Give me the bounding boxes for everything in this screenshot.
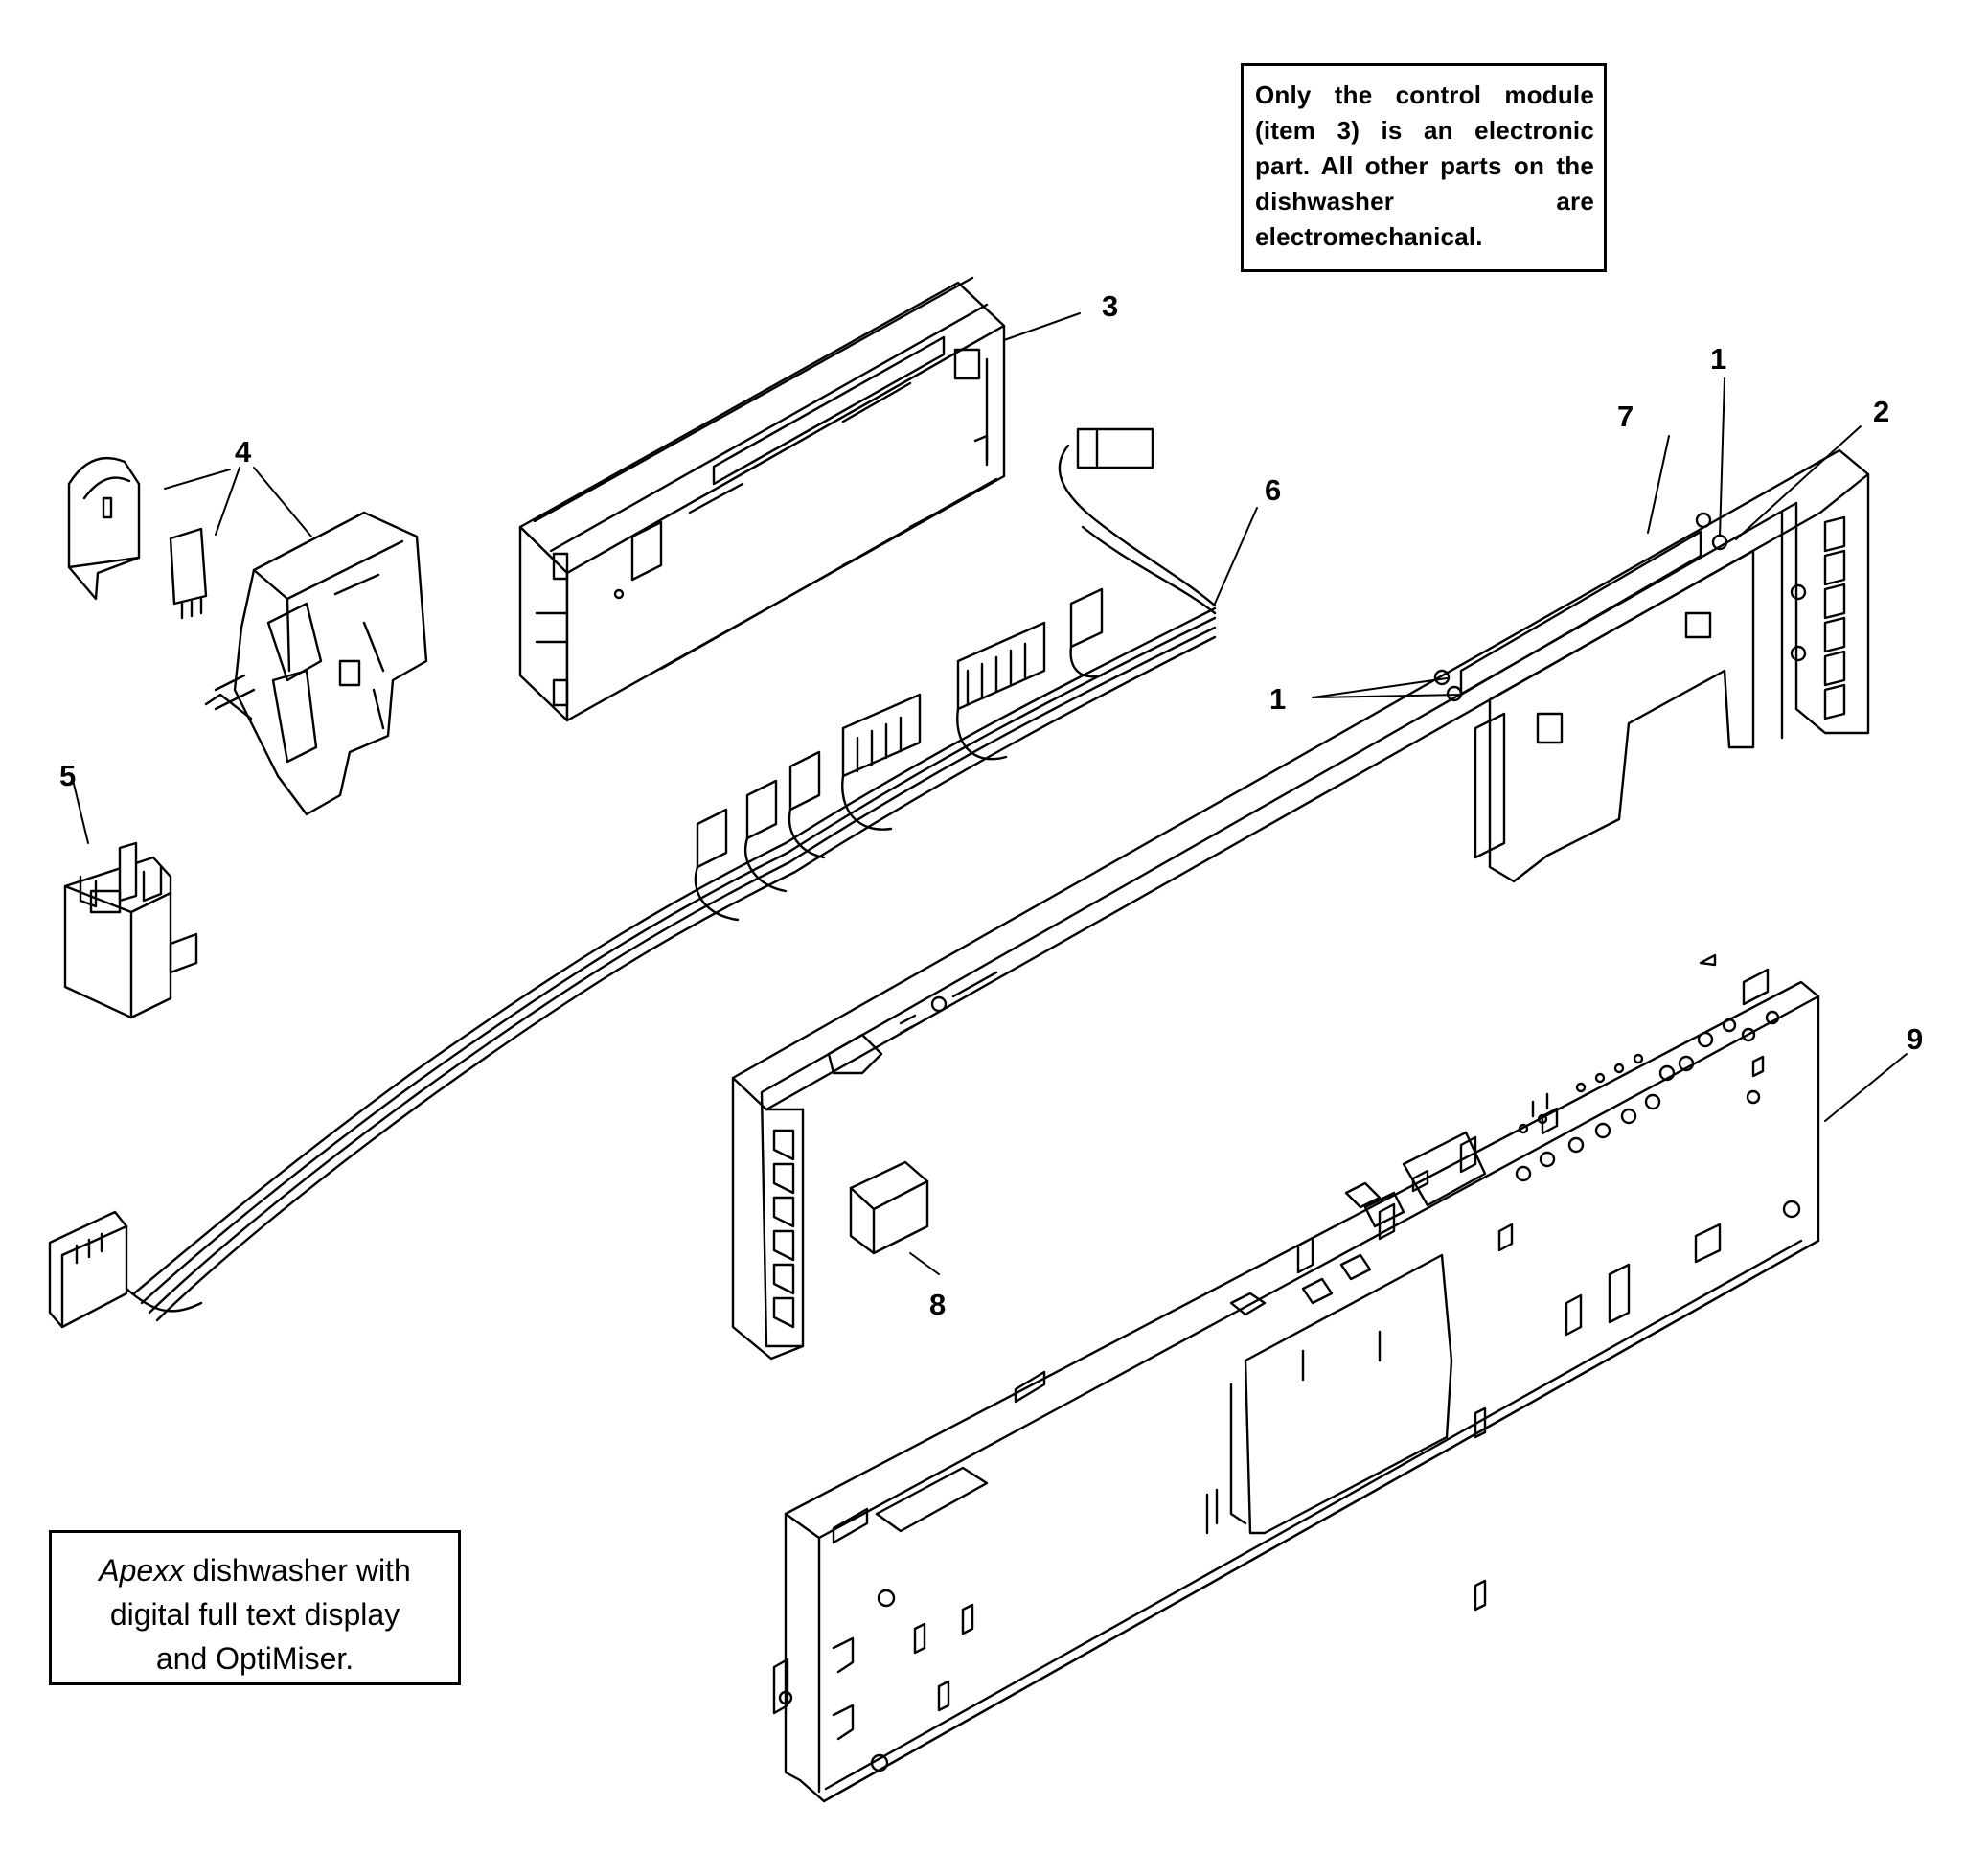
callout-1-mid: 1	[1269, 682, 1286, 716]
frame-left-ribs	[772, 1129, 795, 1329]
callout-6: 6	[1265, 473, 1281, 507]
model-caption: Apexx dishwasher with digital full text …	[49, 1530, 461, 1685]
model-caption-line-2: digital full text display	[109, 1597, 400, 1632]
model-caption-line-1: Apexx dishwasher with	[61, 1548, 448, 1592]
control-panel-part	[772, 953, 1820, 1803]
small-component-part	[849, 1160, 929, 1255]
callout-2: 2	[1873, 395, 1889, 428]
callout-7: 7	[1617, 400, 1634, 433]
control-module-part	[518, 276, 1006, 722]
callout-labels: 3 4 5 6 7 1 2 1 8 9	[59, 289, 1923, 1321]
switch-assembly-part	[67, 457, 428, 816]
electronic-part-note-text: Only the control module (item 3) is an e…	[1255, 80, 1594, 251]
callout-8: 8	[929, 1288, 946, 1321]
wiring-harness-part	[48, 427, 1217, 1329]
model-caption-line-1-rest: dishwasher with	[184, 1553, 411, 1588]
pressure-switch-part	[63, 841, 198, 1019]
electronic-part-note: Only the control module (item 3) is an e…	[1241, 63, 1607, 272]
callout-4: 4	[235, 435, 252, 469]
callout-9: 9	[1907, 1022, 1923, 1056]
callout-3: 3	[1102, 289, 1118, 323]
model-name: Apexx	[99, 1553, 185, 1588]
frame-right-ribs	[1823, 515, 1846, 720]
callout-1-top: 1	[1710, 342, 1726, 376]
callout-5: 5	[59, 759, 76, 792]
model-caption-line-3: and OptiMiser.	[155, 1641, 354, 1676]
callout-leaders	[71, 312, 1908, 1275]
